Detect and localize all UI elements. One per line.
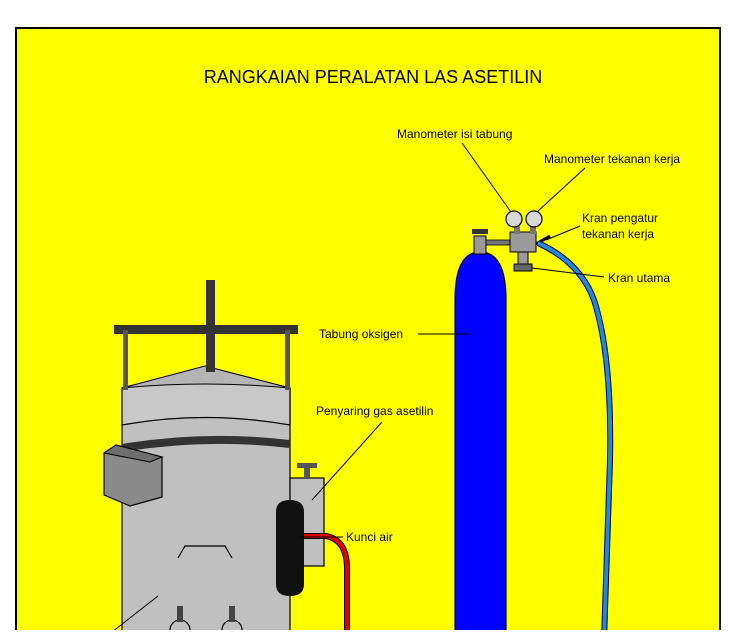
label-kran-pengatur-2: tekanan kerja xyxy=(582,227,654,241)
filter-valve-handle xyxy=(297,463,317,468)
diagram-title: RANGKAIAN PERALATAN LAS ASETILIN xyxy=(204,67,542,87)
leader-kran-utama xyxy=(531,267,605,278)
main-valve-knob xyxy=(513,263,533,272)
cylinder-valve xyxy=(473,235,487,255)
generator-door-mark xyxy=(177,545,233,559)
regulator xyxy=(505,210,551,272)
label-manometer-isi: Manometer isi tabung xyxy=(397,127,512,141)
acetylene-hose xyxy=(304,534,350,635)
generator-body xyxy=(121,387,291,635)
label-penyaring: Penyaring gas asetilin xyxy=(316,404,433,418)
label-tabung-oksigen: Tabung oksigen xyxy=(319,327,403,341)
leader-manometer-isi xyxy=(461,142,512,213)
generator-band xyxy=(122,435,290,452)
oxygen-hose xyxy=(537,241,613,635)
oxygen-cylinder-body xyxy=(454,251,507,635)
leader-kran-pengatur xyxy=(545,225,581,241)
label-kran-utama: Kran utama xyxy=(608,271,670,285)
content-gauge xyxy=(505,210,523,228)
regulator-body xyxy=(509,231,537,253)
generator-leader xyxy=(111,595,159,633)
oxygen-cylinder xyxy=(454,229,515,635)
acetylene-generator xyxy=(102,280,298,635)
water-lock xyxy=(276,500,304,596)
working-pressure-gauge xyxy=(525,210,543,228)
label-kunci-air: Kunci air xyxy=(346,530,393,544)
label-kran-pengatur-1: Kran pengatur xyxy=(582,211,658,225)
acetylene-filter xyxy=(276,463,325,596)
label-manometer-kerja: Manometer tekanan kerja xyxy=(544,152,680,166)
leader-penyaring xyxy=(311,421,383,501)
generator-right-rod xyxy=(285,330,290,390)
generator-center-rod xyxy=(206,280,215,372)
generator-left-rod xyxy=(123,330,128,390)
leader-manometer-kerja xyxy=(536,167,586,213)
